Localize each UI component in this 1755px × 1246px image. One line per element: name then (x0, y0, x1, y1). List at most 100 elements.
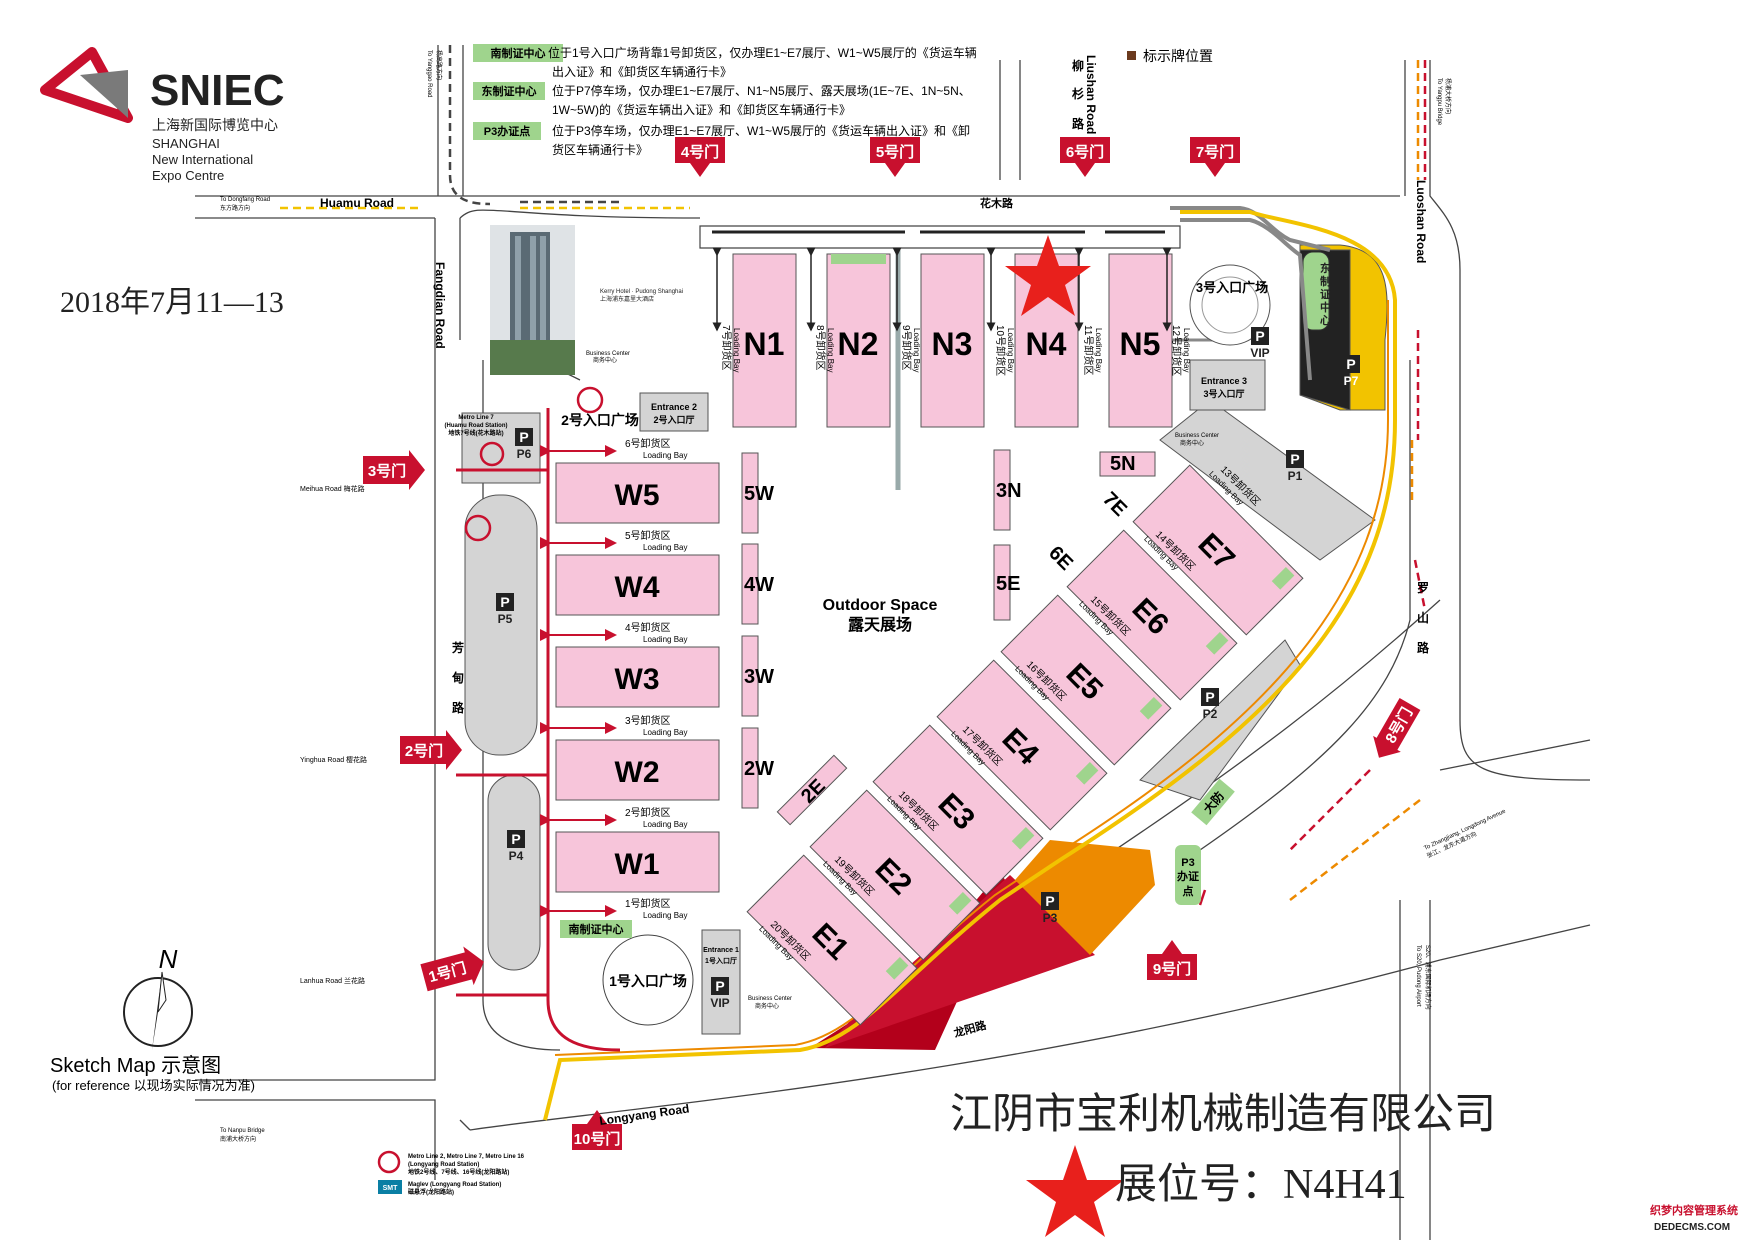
svg-text:5N: 5N (1110, 453, 1136, 475)
svg-text:12号卸货区: 12号卸货区 (1170, 325, 1183, 376)
entrance-3: Entrance 3 3号入口厅 (1201, 376, 1247, 399)
hall-w1: W1 (555, 831, 720, 893)
svg-text:P1: P1 (1288, 469, 1303, 483)
svg-text:Loading Bay: Loading Bay (643, 728, 687, 737)
svg-text:SHANGHAI: SHANGHAI (152, 136, 220, 151)
metro-symbols (377, 386, 604, 1174)
svg-text:龙阳路: 龙阳路 (951, 1018, 988, 1041)
svg-text:P7: P7 (1344, 374, 1359, 388)
svg-text:Lanhua Road 兰花路: Lanhua Road 兰花路 (300, 976, 365, 985)
hall-e5: E5 (1000, 594, 1172, 766)
svg-text:New International: New International (152, 152, 253, 167)
booth-number: 展位号：N4H41 (1115, 1161, 1407, 1208)
svg-text:N3: N3 (932, 326, 973, 362)
entrance-1: Entrance 1 1号入口厅 (703, 947, 739, 965)
svg-text:位于P3停车场，仅办理E1~E7展厅、W1~W5展厅的《货运: 位于P3停车场，仅办理E1~E7展厅、W1~W5展厅的《货运车辆出入证》和《卸 (552, 123, 970, 138)
svg-text:路: 路 (1072, 116, 1085, 131)
svg-text:11号卸货区: 11号卸货区 (1082, 325, 1095, 375)
svg-text:3号入口厅: 3号入口厅 (1203, 389, 1244, 399)
hall-e2: E2 (809, 789, 981, 961)
svg-text:6号卸货区: 6号卸货区 (625, 437, 671, 450)
svg-text:10号卸货区: 10号卸货区 (994, 325, 1007, 376)
svg-text:2号门: 2号门 (405, 742, 443, 760)
svg-text:办证: 办证 (1177, 869, 1199, 883)
svg-text:花木路: 花木路 (980, 196, 1014, 210)
svg-text:To Nanpu Bridge: To Nanpu Bridge (220, 1128, 265, 1134)
svg-text:地铁2号线、7号线、16号线(龙阳路站): 地铁2号线、7号线、16号线(龙阳路站) (408, 1168, 509, 1176)
svg-text:Loading Bay: Loading Bay (1182, 328, 1191, 372)
gate-10: 10号门 (572, 1110, 622, 1150)
svg-text:Entrance 3: Entrance 3 (1201, 376, 1247, 386)
business-centers: Business Center 商务中心 Business Center 商务中… (586, 351, 1219, 1010)
svg-text:P: P (715, 978, 724, 994)
gate-3: 3号门 (363, 450, 425, 490)
svg-text:Longyang Road: Longyang Road (598, 1101, 690, 1127)
svg-text:东方路方向: 东方路方向 (220, 204, 250, 212)
parking-p5: P P5 (496, 593, 514, 626)
svg-text:商务中心: 商务中心 (593, 356, 617, 364)
svg-text:(Longyang Road Station): (Longyang Road Station) (408, 1162, 479, 1168)
svg-text:N2: N2 (838, 326, 879, 362)
svg-text:W2: W2 (615, 756, 660, 789)
entrance-2: Entrance 2 2号入口厅 (639, 392, 709, 432)
hall-n2: N2 (826, 253, 891, 428)
sniec-logo: SNIEC 上海新国际博览中心 SHANGHAI New Internation… (40, 47, 284, 183)
svg-text:Meihua Road 梅花路: Meihua Road 梅花路 (300, 484, 365, 493)
svg-text:Loading Bay: Loading Bay (732, 328, 741, 372)
svg-text:P5: P5 (498, 612, 513, 626)
hall-n3: N3 (920, 253, 985, 428)
svg-text:P: P (1290, 451, 1299, 467)
outdoor-6e: 6E (1044, 542, 1077, 575)
svg-text:Business Center: Business Center (748, 996, 792, 1002)
watermark-en: DEDECMS.COM (1654, 1222, 1730, 1233)
svg-text:Loading Bay: Loading Bay (1006, 328, 1015, 372)
svg-text:位于P7停车场，仅办理E1~E7展厅、N1~N5展厅、露天展: 位于P7停车场，仅办理E1~E7展厅、N1~N5展厅、露天展场(1E~7E、1N… (552, 83, 971, 98)
svg-text:标示牌位置: 标示牌位置 (1143, 48, 1213, 64)
svg-text:杉: 杉 (1072, 86, 1084, 101)
svg-text:5号门: 5号门 (876, 143, 914, 161)
svg-text:商务中心: 商务中心 (1180, 439, 1204, 447)
svg-text:3号卸货区: 3号卸货区 (625, 714, 671, 727)
svg-text:P: P (500, 594, 509, 610)
svg-text:P: P (1255, 328, 1264, 344)
hall-w3: W3 (555, 646, 720, 708)
svg-text:Entrance 2: Entrance 2 (651, 402, 697, 412)
kerry-hotel: Kerry Hotel · Pudong Shanghai 上海浦东嘉里大酒店 (490, 225, 683, 375)
hall-w4: W4 (555, 554, 720, 616)
svg-text:5E: 5E (996, 573, 1020, 595)
east-cert-text: 东制证中心 (1320, 261, 1331, 327)
svg-text:5号卸货区: 5号卸货区 (625, 529, 671, 542)
svg-text:P: P (1205, 689, 1214, 705)
gate-8: 8号门 (1373, 698, 1421, 758)
svg-text:Yinghua Road 樱花路: Yinghua Road 樱花路 (300, 755, 367, 764)
svg-text:山: 山 (1417, 610, 1429, 625)
company-name: 江阴市宝利机械制造有限公司 (950, 1091, 1496, 1138)
gate-7: 7号门 (1190, 137, 1240, 177)
svg-text:1号卸货区: 1号卸货区 (625, 897, 671, 910)
star-marker-icon (1005, 235, 1091, 316)
outdoor-space-cn: 露天展场 (848, 616, 912, 634)
svg-text:Liushan Road: Liushan Road (1084, 55, 1098, 134)
outdoor-5w: 5W (741, 452, 774, 534)
outdoor-2e: 2E (776, 754, 848, 826)
svg-text:9号卸货区: 9号卸货区 (900, 325, 913, 371)
parking-p3: PP3 (1041, 892, 1059, 925)
svg-text:6E: 6E (1044, 542, 1077, 575)
hall-w5: W5 (555, 462, 720, 524)
svg-text:P3办证点: P3办证点 (484, 124, 530, 138)
east-cert-center: 东制证中心 (1320, 261, 1331, 327)
svg-text:2号卸货区: 2号卸货区 (625, 806, 671, 819)
outdoor-2w: 2W (741, 727, 774, 809)
svg-text:3N: 3N (996, 480, 1022, 502)
svg-text:3W: 3W (744, 666, 774, 688)
